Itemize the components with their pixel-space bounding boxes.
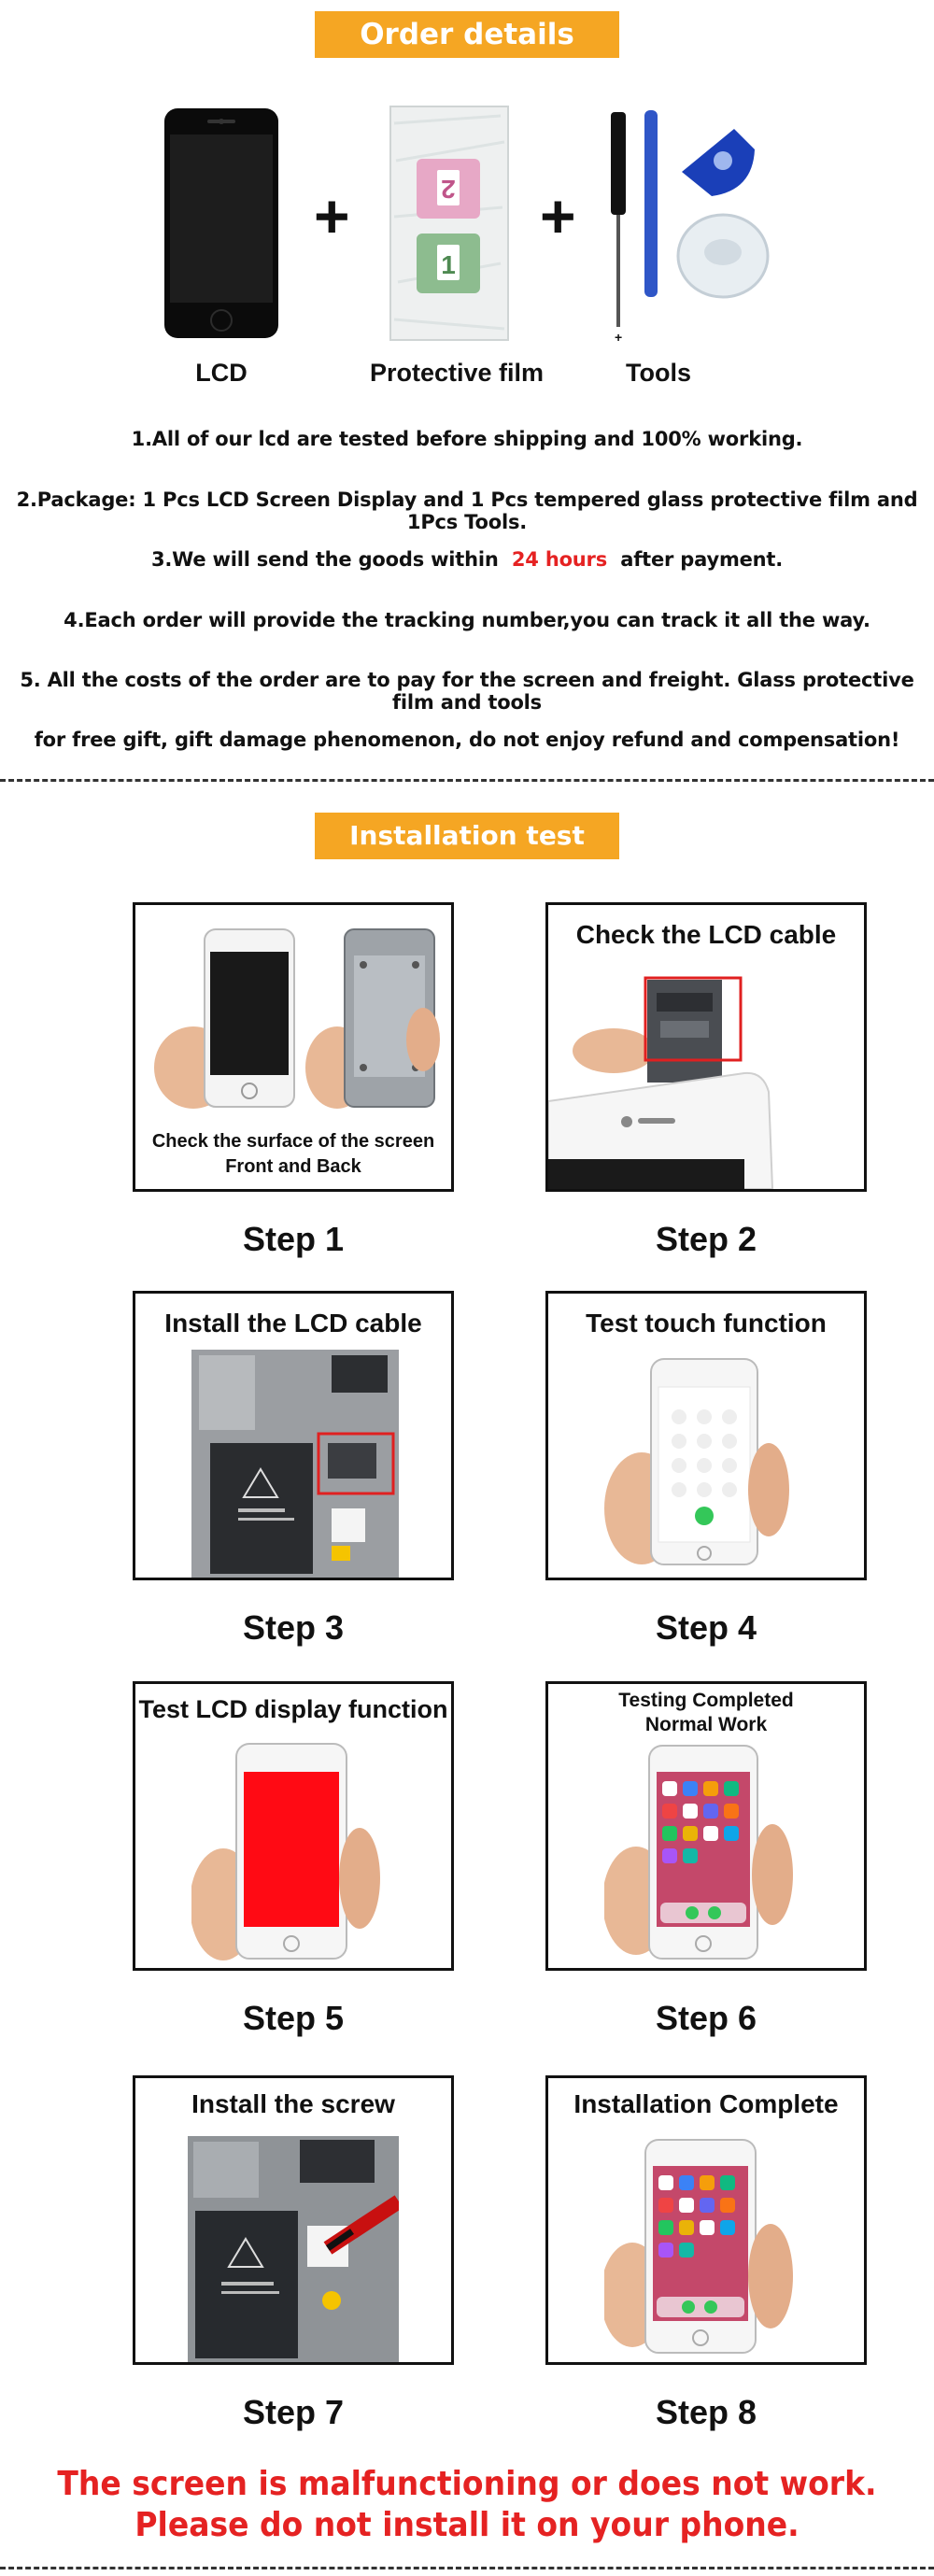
step-1-caption-line-2: Front and Back bbox=[225, 1156, 361, 1177]
note-5-line-1: 5. All the costs of the order are to pay… bbox=[20, 669, 914, 714]
display-test-phone-image bbox=[191, 1743, 380, 1960]
step-2-label: Step 2 bbox=[655, 1220, 757, 1258]
svg-text:1: 1 bbox=[441, 250, 456, 279]
note-3-prefix: 3.We will send the goods within bbox=[150, 548, 499, 571]
step-6-title-line-2: Normal Work bbox=[644, 1714, 768, 1735]
step-3-card: Install the LCD cable bbox=[133, 1291, 454, 1580]
step-6-title-line-1: Testing Completed bbox=[618, 1690, 794, 1711]
install-cable-image bbox=[191, 1350, 399, 1578]
step-1-label: Step 1 bbox=[242, 1220, 345, 1258]
plus-sign-2: + bbox=[540, 181, 576, 250]
installation-complete-phone-image bbox=[604, 2139, 793, 2354]
dashed-divider-bottom bbox=[0, 2567, 934, 2569]
step-8-label: Step 8 bbox=[655, 2393, 757, 2431]
step-5-label: Step 5 bbox=[242, 1999, 345, 2037]
lcd-cable-image bbox=[548, 976, 774, 1189]
protective-film-icon: 2 1 bbox=[389, 105, 510, 342]
step-4-title: Test touch function bbox=[586, 1309, 827, 1338]
step-7-card: Install the screw bbox=[133, 2075, 454, 2365]
step-7-label: Step 7 bbox=[242, 2393, 345, 2431]
svg-text:2: 2 bbox=[441, 175, 456, 204]
note-5-line-2: for free gift, gift damage phenomenon, d… bbox=[34, 729, 900, 751]
warning-line-1: The screen is malfunctioning or does not… bbox=[57, 2463, 877, 2503]
step-6-card: Testing Completed Normal Work bbox=[545, 1681, 867, 1971]
note-3: 3.We will send the goods within 24 hours… bbox=[0, 548, 934, 571]
step-8-title: Installation Complete bbox=[573, 2089, 839, 2118]
product-label-tools: Tools bbox=[626, 359, 691, 387]
product-label-protective-film: Protective film bbox=[369, 359, 545, 387]
install-screw-image bbox=[188, 2136, 399, 2362]
step-5-card: Test LCD display function bbox=[133, 1681, 454, 1971]
order-details-banner: Order details bbox=[315, 11, 619, 58]
note-1: 1.All of our lcd are tested before shipp… bbox=[131, 428, 803, 450]
plus-sign-1: + bbox=[314, 181, 350, 250]
step-2-card: Check the LCD cable bbox=[545, 902, 867, 1192]
step-1-card: Check the surface of the screen Front an… bbox=[133, 902, 454, 1192]
note-2: 2.Package: 1 Pcs LCD Screen Display and … bbox=[16, 488, 918, 533]
step-3-label: Step 3 bbox=[242, 1608, 345, 1647]
phone-front-back-image bbox=[154, 928, 440, 1109]
note-3-suffix: after payment. bbox=[620, 548, 784, 571]
testing-complete-phone-image bbox=[604, 1745, 793, 1960]
note-3-highlight: 24 hours bbox=[511, 548, 608, 571]
installation-steps-banner: Installation test steps bbox=[315, 813, 619, 898]
warning-line-2: Please do not install it on your phone. bbox=[134, 2504, 800, 2544]
step-6-label: Step 6 bbox=[655, 1999, 757, 2037]
repair-tools-icon: + bbox=[607, 106, 775, 346]
step-3-title: Install the LCD cable bbox=[164, 1309, 422, 1338]
lcd-phone-icon bbox=[163, 106, 280, 340]
dashed-divider-top bbox=[0, 779, 934, 782]
step-1-caption-line-1: Check the surface of the screen bbox=[151, 1131, 435, 1152]
step-5-title: Test LCD display function bbox=[138, 1695, 448, 1723]
step-8-card: Installation Complete bbox=[545, 2075, 867, 2365]
note-4: 4.Each order will provide the tracking n… bbox=[64, 609, 870, 631]
step-7-title: Install the screw bbox=[191, 2089, 395, 2118]
product-label-lcd: LCD bbox=[195, 359, 248, 387]
svg-text:+: + bbox=[615, 330, 622, 345]
step-4-card: Test touch function bbox=[545, 1291, 867, 1580]
step-2-title: Check the LCD cable bbox=[575, 920, 837, 949]
step-4-label: Step 4 bbox=[655, 1608, 757, 1647]
touch-test-phone-image bbox=[604, 1358, 789, 1565]
